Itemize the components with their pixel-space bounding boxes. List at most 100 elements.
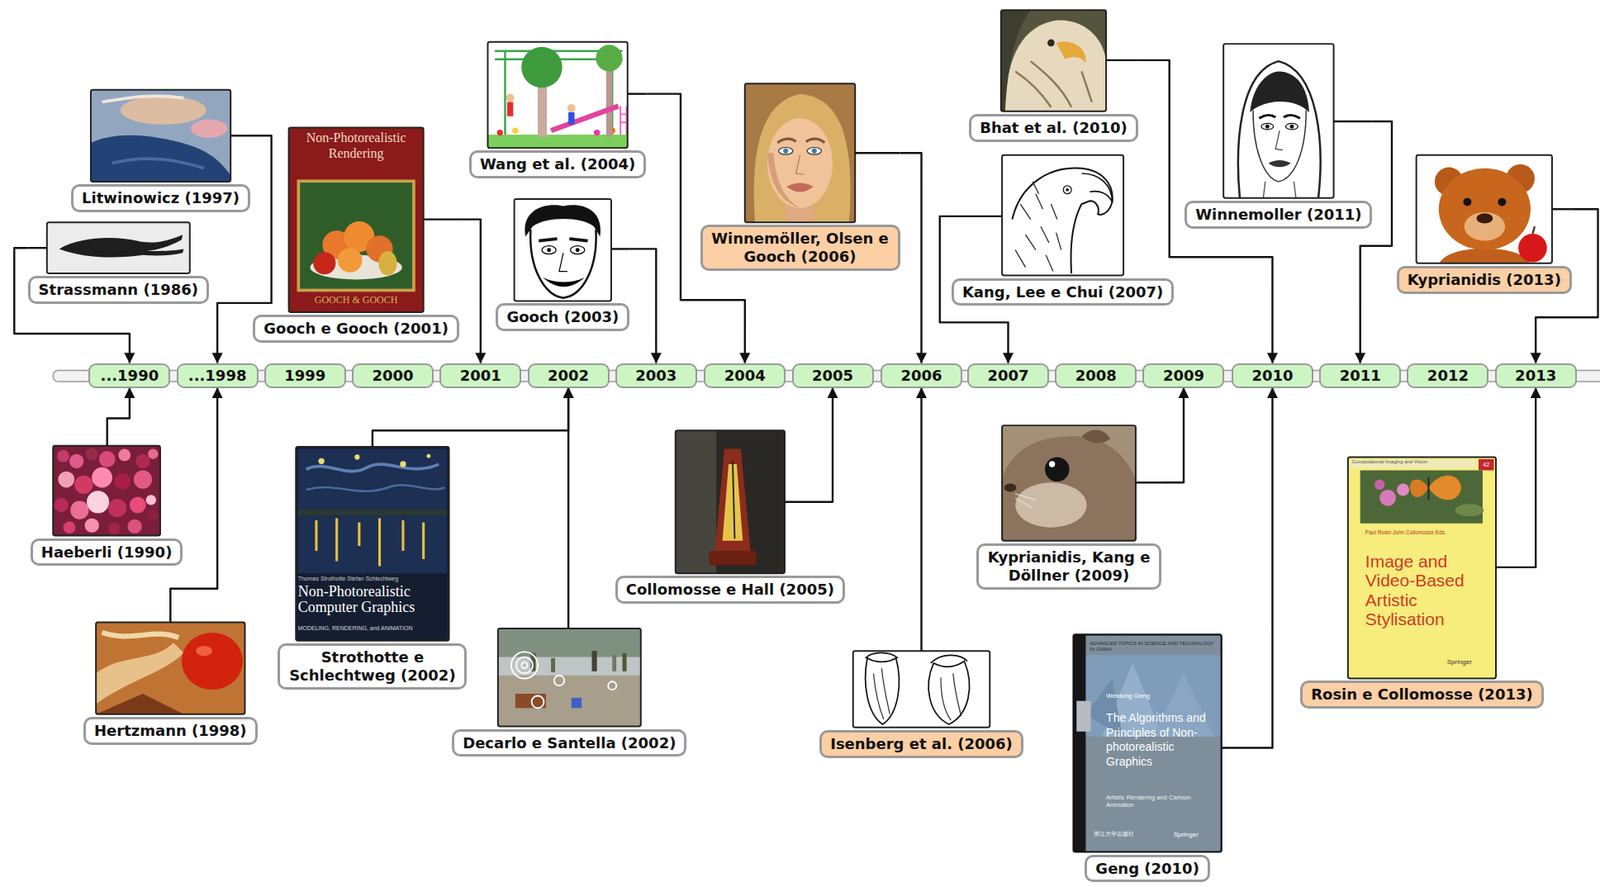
winnemoller-2011-sketch	[1253, 109, 1306, 181]
teddy-bear-image	[1416, 155, 1553, 264]
year-marker: 2012	[1406, 363, 1489, 389]
year-label: 2006	[900, 368, 942, 384]
winnemoller-2011-sketch	[1262, 181, 1297, 199]
citation-text: Gooch (2003)	[506, 308, 619, 327]
publication-entry: Rosin e Collomosse (2013)	[1300, 456, 1544, 709]
haeberli-image	[70, 501, 89, 520]
publication-entry: Winnemöller, Olsen e Gooch (2006)	[700, 83, 901, 271]
timeline-arrow	[645, 94, 745, 364]
hertzmann-image	[95, 622, 245, 715]
year-label: 2002	[547, 368, 589, 384]
winnemoller-2006-portrait	[767, 118, 833, 209]
publication-entry: Strassmann (1986)	[28, 222, 209, 304]
timeline-arrow	[107, 388, 130, 447]
publication-label: Geng (2010)	[1084, 854, 1211, 884]
strothotte-book-cover	[316, 518, 424, 567]
haeberli-image	[146, 494, 157, 505]
winnemoller-2006-portrait	[777, 138, 825, 143]
timeline-arrow	[940, 216, 1009, 364]
haeberli-image	[85, 518, 100, 533]
haeberli-image	[52, 446, 161, 537]
gooch-book-cover	[289, 127, 424, 313]
decarlo-photo	[554, 675, 565, 686]
gooch-caricature	[570, 246, 585, 255]
haeberli-image	[86, 490, 110, 513]
citation-text: Strothotte e Schlechtweg (2002)	[288, 648, 456, 685]
decarlo-photo	[612, 655, 617, 672]
year-marker: ...1998	[176, 363, 259, 389]
wang-image	[487, 42, 627, 148]
kang-eagle-drawing	[1015, 181, 1062, 272]
citation-text: Kang, Lee e Chui (2007)	[962, 283, 1164, 302]
publication-label: Winnemöller, Olsen e Gooch (2006)	[700, 224, 901, 271]
timeline-arrow	[459, 219, 481, 364]
teddy-bear-image	[1476, 213, 1494, 224]
strassmann-image	[59, 234, 185, 257]
year-label: 2013	[1514, 368, 1557, 384]
leader-line	[1552, 208, 1572, 210]
leader-line	[423, 218, 460, 220]
publication-entry: Kyprianidis (2013)	[1396, 155, 1572, 295]
connectors	[14, 60, 1598, 749]
rosin-book-cover	[1349, 459, 1477, 469]
teddy-bear-image	[1462, 198, 1472, 207]
winnemoller-2006-portrait	[767, 152, 801, 209]
teddy-bear-image	[1532, 226, 1534, 234]
teddy-bear-image	[1438, 248, 1531, 264]
metronome-image	[675, 430, 785, 574]
publication-entry: Wang et al. (2004)	[469, 42, 646, 179]
winnemoller-2006-portrait	[745, 83, 855, 223]
cover-text: Weidong Geng	[1106, 692, 1209, 700]
squirrel-image	[1049, 460, 1055, 467]
cover-text: Non-Photorealistic Rendering	[291, 130, 421, 162]
strothotte-book-cover	[306, 464, 440, 472]
gooch-caricature	[541, 246, 556, 255]
rosin-book-cover	[1348, 456, 1496, 679]
geng-book-cover	[1085, 678, 1122, 736]
gooch-book-cover	[299, 182, 413, 289]
squirrel-image	[1044, 456, 1070, 482]
haeberli-image	[63, 521, 76, 534]
leader-line	[1135, 481, 1162, 484]
kang-eagle-drawing	[1081, 173, 1112, 203]
publication-label: Wang et al. (2004)	[469, 150, 646, 179]
publication-label: Gooch (2003)	[495, 303, 630, 332]
citation-text: Rosin e Collomosse (2013)	[1310, 685, 1534, 704]
winnemoller-2011-sketch	[1265, 124, 1270, 129]
isenberg-drawing	[940, 673, 962, 721]
publication-label: Kang, Lee e Chui (2007)	[951, 278, 1174, 307]
cover-text: Thomas Strothotte Stefan Schlechtweg	[298, 575, 447, 583]
publication-label: Decarlo e Santella (2002)	[451, 729, 687, 758]
hertzmann-image	[181, 632, 243, 690]
cover-text: Computational Imaging and Vision	[1352, 459, 1475, 466]
bhat-eagle-painting	[1005, 20, 1107, 112]
publication-label: Collomosse e Hall (2005)	[615, 575, 846, 604]
winnemoller-2011-sketch	[1286, 123, 1299, 129]
timeline-arrow	[629, 248, 656, 363]
haeberli-image	[147, 510, 158, 521]
squirrel-image	[1015, 482, 1087, 528]
geng-book-cover	[1073, 634, 1222, 852]
timeline-arrow	[1138, 60, 1273, 364]
winnemoller-2011-sketch	[1289, 124, 1294, 129]
year-label: 2001	[460, 368, 502, 384]
wang-image	[487, 42, 627, 148]
leader-line	[784, 501, 833, 504]
timeline-arrow	[1360, 121, 1392, 364]
winnemoller-2006-portrait	[796, 155, 805, 175]
year-label: 2009	[1163, 368, 1205, 384]
decarlo-photo	[531, 695, 545, 708]
hertzmann-image	[95, 622, 245, 715]
isenberg-drawing	[865, 658, 900, 725]
haeberli-image	[57, 471, 75, 489]
year-label: 1999	[284, 368, 326, 384]
teddy-bear-image	[1464, 212, 1506, 242]
isenberg-drawing	[873, 668, 890, 720]
gooch-book-cover	[296, 179, 415, 292]
timeline-arrow	[14, 247, 130, 363]
leader-line	[28, 246, 48, 249]
haeberli-image	[85, 447, 99, 461]
cover-text: Artistic Rendering and Cartoon Animation	[1106, 793, 1209, 809]
decarlo-photo	[498, 628, 641, 727]
